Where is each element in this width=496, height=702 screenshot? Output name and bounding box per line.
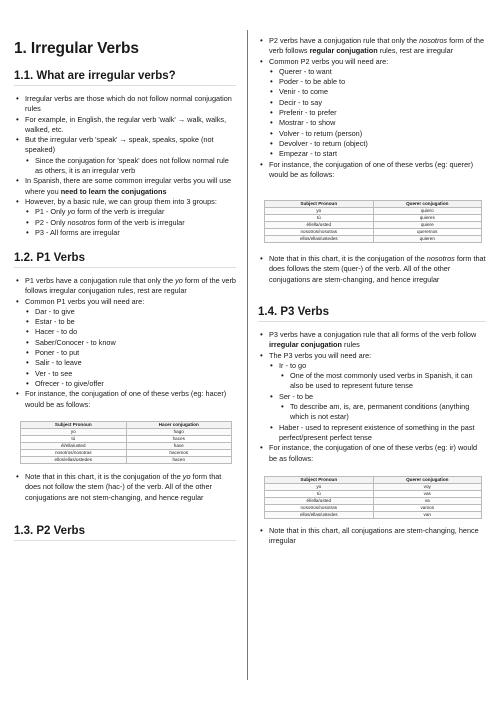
table-header: Querer conjugation	[372, 200, 482, 208]
table-header: Hacer conjugation	[125, 421, 232, 429]
p3-list: P3 verbs have a conjugation rule that al…	[258, 330, 486, 464]
list-item: P1 - Only yo form of the verb is irregul…	[14, 207, 236, 218]
list-item: Querer - to want	[258, 67, 486, 78]
p2-list: P2 verbs have a conjugation rule that on…	[258, 36, 486, 180]
list-item: Haber - used to represent existence of s…	[258, 423, 486, 444]
table-header: Subject Pronoun	[264, 476, 374, 484]
list-item: For example, in English, the regular ver…	[14, 115, 236, 136]
list-item: Empezar - to start	[258, 149, 486, 160]
list-item: Poner - to put	[14, 348, 236, 359]
section-heading-1-4: 1.4. P3 Verbs	[258, 306, 329, 318]
section-heading-1-2: 1.2. P1 Verbs	[14, 252, 85, 264]
list-item: Poder - to be able to	[258, 77, 486, 88]
list-item: Note that in this chart, it is the conju…	[258, 254, 486, 285]
list-item: Dar - to give	[14, 307, 236, 318]
list-item: For instance, the conjugation of one of …	[258, 443, 486, 464]
column-divider	[247, 30, 248, 680]
list-item: Note that in this chart, all conjugation…	[258, 526, 486, 547]
heading-rule	[14, 267, 236, 268]
list-item: Devolver - to return (object)	[258, 139, 486, 150]
list-item: Hacer - to do	[14, 327, 236, 338]
list-item: P2 - Only nosotros form of the verb is i…	[14, 218, 236, 229]
list-item: For instance, the conjugation of one of …	[258, 160, 486, 181]
section-heading-1-1: 1.1. What are irregular verbs?	[14, 70, 176, 82]
list-item: P3 - All forms are irregular	[14, 228, 236, 239]
list-item: Venir - to come	[258, 87, 486, 98]
hacer-note-list: Note that in this chart, it is the conju…	[14, 472, 236, 503]
table-header: Subject Pronoun	[20, 421, 127, 429]
list-item: Since the conjugation for 'speak' does n…	[14, 156, 236, 177]
list-item: Preferir - to prefer	[258, 108, 486, 119]
list-item: In Spanish, there are some common irregu…	[14, 176, 236, 197]
list-item: P1 verbs have a conjugation rule that on…	[14, 276, 236, 297]
list-item: To describe am, is, are, permanent condi…	[258, 402, 486, 423]
table-header: Subject Pronoun	[264, 200, 374, 208]
list-item: For instance, the conjugation of one of …	[14, 389, 236, 410]
table-header: Querer conjugation	[372, 476, 482, 484]
list-item: Ir - to go	[258, 361, 486, 372]
list-item: But the irregular verb 'speak' → speak, …	[14, 135, 236, 156]
list-item: Ofrecer - to give/offer	[14, 379, 236, 390]
section-heading-1-3: 1.3. P2 Verbs	[14, 525, 85, 537]
list-item: P3 verbs have a conjugation rule that al…	[258, 330, 486, 351]
list-item: However, by a basic rule, we can group t…	[14, 197, 236, 208]
heading-rule	[14, 85, 236, 86]
list-item: Irregular verbs are those which do not f…	[14, 94, 236, 115]
list-item: Mostrar - to show	[258, 118, 486, 129]
querer-note-list: Note that in this chart, it is the conju…	[258, 254, 486, 285]
list-item: Saber/Conocer - to know	[14, 338, 236, 349]
list-item: Common P2 verbs you will need are:	[258, 57, 486, 68]
list-item: The P3 verbs you will need are:	[258, 351, 486, 362]
section-1-1-list: Irregular verbs are those which do not f…	[14, 94, 236, 238]
list-item: Note that in this chart, it is the conju…	[14, 472, 236, 503]
heading-rule	[14, 540, 236, 541]
section-1-2-list: P1 verbs have a conjugation rule that on…	[14, 276, 236, 410]
list-item: P2 verbs have a conjugation rule that on…	[258, 36, 486, 57]
list-item: Volver - to return (person)	[258, 129, 486, 140]
list-item: Ver - to see	[14, 369, 236, 380]
list-item: Estar - to be	[14, 317, 236, 328]
list-item: One of the most commonly used verbs in S…	[258, 371, 486, 392]
list-item: Salir - to leave	[14, 358, 236, 369]
ir-note-list: Note that in this chart, all conjugation…	[258, 526, 486, 547]
heading-rule	[258, 321, 486, 322]
list-item: Ser - to be	[258, 392, 486, 403]
list-item: Common P1 verbs you will need are:	[14, 297, 236, 308]
page-title: 1. Irregular Verbs	[14, 40, 139, 57]
list-item: Decir - to say	[258, 98, 486, 109]
